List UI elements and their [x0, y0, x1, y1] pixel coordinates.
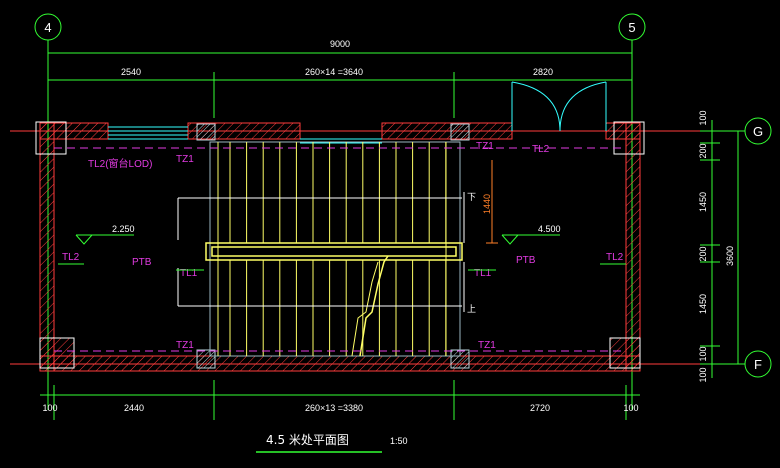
axis-label-f: F [754, 357, 762, 372]
dim-right-200-a: 200 [698, 143, 708, 158]
right-dimension-texts: 100 200 1450 200 1450 100 100 3600 [698, 110, 735, 382]
label-level-right: 4.500 [538, 224, 561, 234]
drawing-title: 4.5 米处平面图 [266, 433, 349, 447]
top-dimensions [47, 48, 633, 118]
dim-bottom-left: 2440 [124, 403, 144, 413]
door [511, 81, 607, 132]
label-tl2-window: TL2(窗台LOD) [88, 157, 152, 170]
dim-right-200-b: 200 [698, 246, 708, 261]
label-tz1-tl: TZ1 [176, 154, 194, 165]
label-tz1-bl: TZ1 [176, 340, 194, 351]
right-dimensions [700, 120, 745, 378]
window-top-left [108, 126, 188, 140]
drawing-scale: 1:50 [390, 436, 408, 446]
dim-bottom-edge-left: 100 [42, 403, 57, 413]
axis-bubble-4: 4 [34, 13, 62, 41]
axis-label-5: 5 [628, 20, 635, 35]
dim-right-1450-a: 1450 [698, 192, 708, 212]
label-ptb-right: PTB [516, 255, 536, 266]
axis-bubble-5: 5 [618, 13, 646, 41]
axis-bubble-g: G [744, 117, 772, 145]
stair-landing-beam [205, 242, 463, 261]
window-top-mid [300, 138, 382, 144]
label-level-left: 2.250 [112, 224, 135, 234]
columns [35, 121, 645, 369]
axis-label-4: 4 [44, 20, 51, 35]
stair-treads [229, 142, 447, 356]
level-marker-right [501, 234, 560, 245]
beam-ticks [58, 263, 626, 271]
dim-bottom-edge-right: 100 [623, 403, 638, 413]
dim-right-1450-b: 1450 [698, 294, 708, 314]
level-marker-left [75, 234, 134, 245]
label-tz1-br: TZ1 [478, 340, 496, 351]
stair-direction-lines [177, 192, 465, 312]
dim-right-100-b: 100 [698, 346, 708, 361]
label-up: 上 [467, 304, 476, 314]
label-ptb-left: PTB [132, 257, 152, 268]
axis-bubble-f: F [744, 350, 772, 378]
stair-rise-dim [486, 160, 498, 244]
dim-top-left: 2540 [121, 67, 141, 77]
label-tl1-left: TL1 [180, 268, 198, 279]
dashed-beams [54, 147, 626, 352]
dim-right-total: 3600 [725, 246, 735, 266]
label-tl1-right: TL1 [474, 268, 492, 279]
label-tz1-tr: TZ1 [476, 141, 494, 152]
dim-right-100-top: 100 [698, 110, 708, 125]
dim-right-100-c: 100 [698, 367, 708, 382]
label-tl2-left: TL2 [62, 252, 80, 263]
label-tl2-top-right: TL2 [532, 144, 550, 155]
break-line [359, 255, 389, 357]
break-line-2 [351, 261, 379, 357]
dim-overall-width: 9000 [330, 39, 350, 49]
dim-bottom-right: 2720 [530, 403, 550, 413]
dim-top-mid: 260×14 =3640 [305, 67, 363, 77]
stair [209, 141, 461, 357]
bottom-dimensions [40, 380, 640, 420]
label-down: 下 [467, 192, 476, 202]
dim-stair-rise: 1440 [482, 194, 492, 214]
axis-label-g: G [753, 124, 763, 139]
dim-bottom-mid: 260×13 =3380 [305, 403, 363, 413]
label-tl2-right: TL2 [606, 252, 624, 263]
dim-top-right: 2820 [533, 67, 553, 77]
